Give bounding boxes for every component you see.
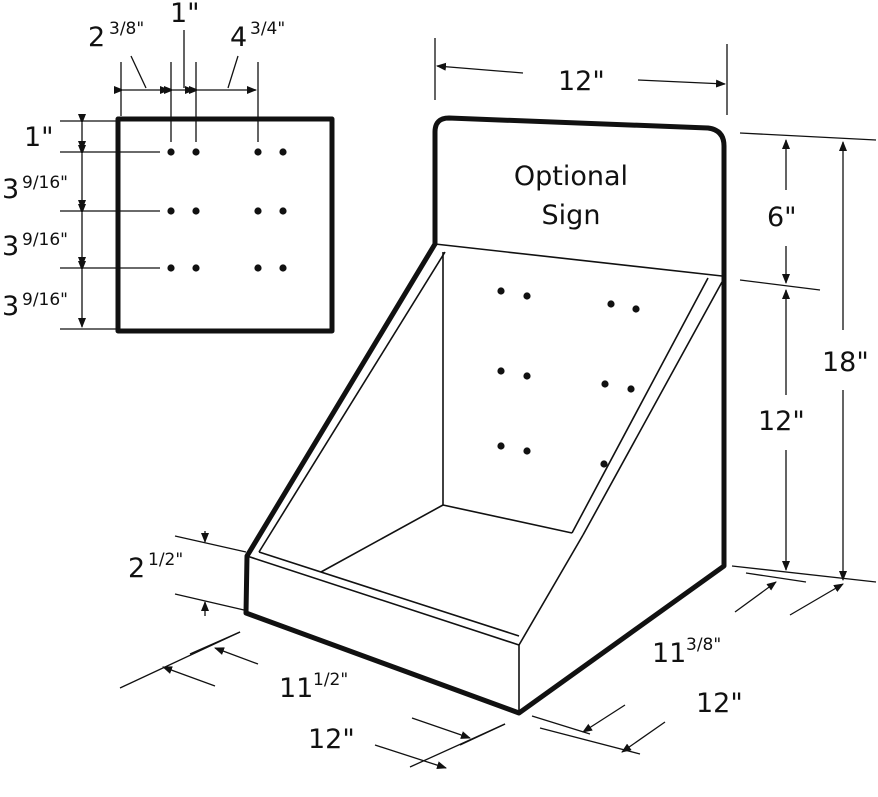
hole bbox=[497, 287, 505, 295]
dim-line bbox=[734, 581, 777, 613]
dim-line bbox=[162, 666, 216, 687]
top-width-label: 12" bbox=[558, 66, 605, 97]
back-top-edge bbox=[434, 243, 723, 277]
hole-c-frac: 3/4" bbox=[250, 19, 285, 39]
dim-line bbox=[637, 79, 726, 88]
row1-int: 3 bbox=[2, 174, 19, 205]
hole bbox=[192, 264, 200, 272]
dim-line bbox=[374, 744, 447, 770]
floor-left-edge bbox=[320, 504, 444, 573]
row1-frac: 9/16" bbox=[22, 173, 68, 193]
dim-line bbox=[621, 721, 666, 753]
front-lip-top-inner bbox=[258, 551, 520, 637]
hole bbox=[167, 148, 175, 156]
hole bbox=[523, 447, 531, 455]
hole-a-frac: 3/8" bbox=[109, 19, 144, 39]
left-side-inner-edge bbox=[258, 251, 446, 553]
row3-int: 3 bbox=[2, 291, 19, 322]
hole-top-label: 1" bbox=[24, 122, 54, 153]
hole bbox=[254, 264, 262, 272]
sign-header-outline bbox=[432, 115, 727, 281]
hole bbox=[279, 264, 287, 272]
panel-outline bbox=[115, 116, 335, 334]
dim-line bbox=[411, 717, 471, 739]
row2-int: 3 bbox=[2, 231, 19, 262]
floor-back-edge bbox=[442, 504, 573, 534]
hole-a-int: 2 bbox=[88, 22, 105, 53]
extension-line bbox=[739, 279, 821, 291]
front-lip-int: 2 bbox=[128, 553, 145, 584]
box-outer-outline bbox=[243, 241, 727, 716]
hole bbox=[192, 207, 200, 215]
extension-line bbox=[174, 593, 245, 611]
dim-line bbox=[214, 647, 259, 665]
extension-line bbox=[739, 132, 877, 141]
hole bbox=[497, 442, 505, 450]
hole-pattern-panel: 2 3/8" 1" 4 3/4" 1" 3 9/16" 3 9/16" 3 9/… bbox=[2, 0, 335, 334]
leader-line bbox=[130, 55, 147, 89]
front-width-int: 11 bbox=[279, 673, 313, 704]
depth-int: 11 bbox=[652, 638, 686, 669]
front-lip-top-outer bbox=[246, 555, 520, 646]
sign-line-2: Sign bbox=[542, 200, 601, 231]
hole bbox=[254, 207, 262, 215]
display-box: Optional Sign bbox=[243, 115, 727, 716]
right-side-inner-edge bbox=[571, 277, 709, 534]
right-side-outer-edge bbox=[582, 281, 723, 536]
hole bbox=[279, 207, 287, 215]
hole bbox=[600, 460, 608, 468]
extension-line bbox=[731, 565, 877, 583]
total-height-label: 18" bbox=[822, 347, 869, 378]
front-width-frac: 1/2" bbox=[313, 670, 348, 690]
hole bbox=[192, 148, 200, 156]
hole bbox=[627, 385, 635, 393]
back-panel-holes bbox=[497, 287, 640, 468]
dim-line bbox=[789, 583, 844, 616]
row3-frac: 9/16" bbox=[22, 290, 68, 310]
front-width-outer-label: 12" bbox=[308, 724, 355, 755]
extension-line bbox=[119, 631, 241, 689]
extension-line bbox=[531, 715, 591, 735]
sign-line-1: Optional bbox=[514, 161, 628, 192]
leader-line bbox=[227, 55, 239, 89]
back-height-label: 12" bbox=[758, 406, 805, 437]
hole-b-label: 1" bbox=[170, 0, 200, 29]
extension-line bbox=[745, 572, 807, 583]
depth-outer-label: 12" bbox=[696, 688, 743, 719]
hole bbox=[497, 367, 505, 375]
hole bbox=[167, 207, 175, 215]
hole bbox=[523, 372, 531, 380]
hole-c-int: 4 bbox=[230, 22, 247, 53]
dim-line bbox=[436, 62, 524, 74]
panel-holes bbox=[167, 148, 287, 272]
right-front-slope bbox=[518, 534, 584, 646]
dim-line bbox=[582, 704, 626, 733]
row2-frac: 9/16" bbox=[22, 230, 68, 250]
extension-line bbox=[174, 535, 247, 553]
hole bbox=[523, 292, 531, 300]
extension-line bbox=[409, 723, 506, 768]
hole bbox=[254, 148, 262, 156]
hole bbox=[607, 300, 615, 308]
hole bbox=[279, 148, 287, 156]
hole bbox=[632, 305, 640, 313]
hole bbox=[167, 264, 175, 272]
front-lip-frac: 1/2" bbox=[148, 550, 183, 570]
sign-height-label: 6" bbox=[767, 202, 797, 233]
depth-frac: 3/8" bbox=[686, 635, 721, 655]
hole bbox=[601, 380, 609, 388]
box-dimensions: 12" 6" 12" 18" 11 3/8" 12" bbox=[119, 38, 877, 770]
